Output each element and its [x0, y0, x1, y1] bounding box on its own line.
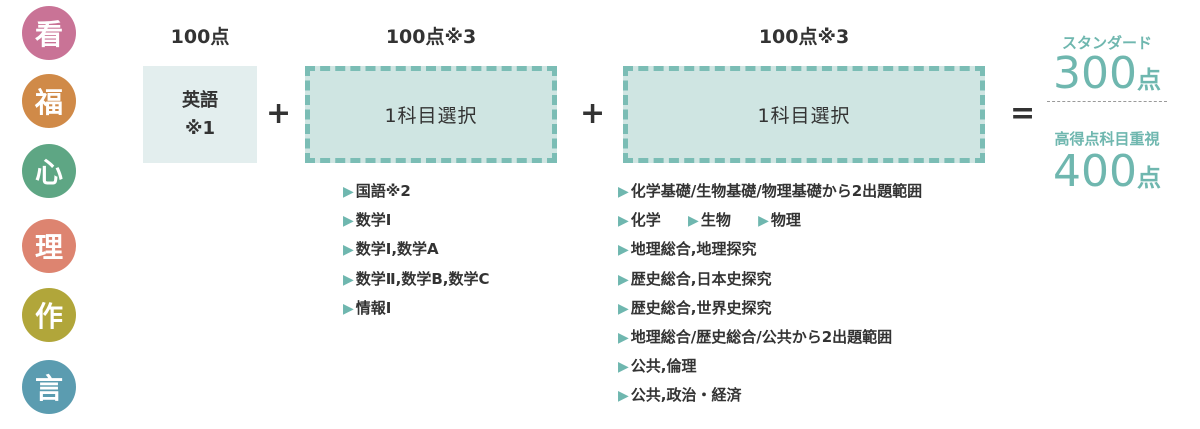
triangle-right-icon: ▶	[618, 271, 629, 288]
list-item: ▶国語※2	[343, 177, 490, 206]
list-item-text: 情報Ⅰ	[355, 298, 392, 317]
list-item: ▶地理総合/歴史総合/公共から2出題範囲	[618, 323, 922, 352]
list-item: ▶歴史総合,日本史探究	[618, 265, 922, 294]
standard-unit: 点	[1136, 66, 1161, 94]
list-item-text: 数学Ⅰ,数学A	[355, 240, 439, 259]
triangle-right-icon: ▶	[343, 213, 354, 230]
plus-sign-2: +	[580, 96, 606, 131]
circle-shin: 心	[22, 144, 76, 198]
list-item-text: 化学基礎/生物基礎/物理基礎から2出題範囲	[630, 182, 923, 200]
triangle-right-icon: ▶	[343, 271, 354, 288]
triangle-right-icon: ▶	[343, 184, 354, 200]
triangle-right-icon: ▶	[618, 359, 629, 376]
list-item: ▶化学基礎/生物基礎/物理基礎から2出題範囲	[618, 177, 922, 206]
triangle-right-icon: ▶	[343, 242, 354, 259]
list-item-text: 物理	[770, 211, 801, 230]
triangle-right-icon: ▶	[688, 213, 699, 230]
list-item: ▶情報Ⅰ	[343, 294, 490, 323]
col2-select-label: 1科目選択	[384, 105, 478, 127]
circle-gen: 言	[22, 360, 76, 414]
circle-char: 心	[34, 156, 63, 189]
triangle-right-icon: ▶	[343, 300, 354, 317]
list-item-text: 国語※2	[355, 182, 411, 200]
circle-char: 福	[34, 86, 63, 119]
list-item: ▶数学Ⅱ,数学B,数学C	[343, 265, 490, 294]
list-item-text: 歴史総合,世界史探究	[630, 298, 772, 317]
list-item: ▶数学Ⅰ	[343, 206, 490, 235]
col3-subject-list: ▶化学基礎/生物基礎/物理基礎から2出題範囲 ▶化学 ▶生物 ▶物理 ▶地理総合…	[618, 177, 922, 411]
standard-score: 300点	[1037, 48, 1177, 99]
english-label: 英語	[182, 89, 218, 111]
list-item-text: 地理総合/歴史総合/公共から2出題範囲	[630, 327, 893, 346]
english-box: 英語 ※1	[143, 66, 257, 163]
col2-select-box: 1科目選択	[305, 66, 557, 163]
list-item: ▶公共,政治・経済	[618, 381, 922, 410]
triangle-right-icon: ▶	[758, 213, 769, 230]
list-item-text: 歴史総合,日本史探究	[630, 269, 772, 288]
circle-saku: 作	[22, 288, 76, 342]
circle-char: 理	[34, 231, 63, 264]
triangle-right-icon: ▶	[618, 242, 629, 259]
col3-points: 100点※3	[758, 26, 850, 48]
triangle-right-icon: ▶	[618, 300, 629, 317]
list-item-text: 数学Ⅰ	[355, 211, 392, 230]
col3-select-label: 1科目選択	[757, 105, 851, 127]
circle-char: 看	[34, 18, 63, 51]
col2-points: 100点※3	[385, 26, 477, 48]
weighted-label: 高得点科目重視	[1054, 130, 1160, 148]
standard-label: スタンダード	[1061, 34, 1152, 52]
list-item-text: 生物	[700, 211, 731, 230]
list-item-text: 地理総合,地理探究	[630, 240, 757, 259]
col2-subject-list: ▶国語※2 ▶数学Ⅰ ▶数学Ⅰ,数学A ▶数学Ⅱ,数学B,数学C ▶情報Ⅰ	[343, 177, 490, 323]
circle-char: 言	[34, 372, 63, 405]
list-item-text: 公共,倫理	[630, 357, 697, 376]
triangle-right-icon: ▶	[618, 184, 629, 200]
result-divider	[1047, 101, 1167, 102]
circle-ri: 理	[22, 219, 76, 273]
circle-fuku: 福	[22, 74, 76, 128]
weighted-score: 400点	[1037, 146, 1177, 197]
english-note: ※1	[184, 117, 216, 139]
triangle-right-icon: ▶	[618, 213, 629, 230]
list-item: ▶地理総合,地理探究	[618, 235, 922, 264]
list-item-text: 化学	[630, 211, 661, 230]
col3-select-box: 1科目選択	[623, 66, 985, 163]
list-item: ▶歴史総合,世界史探究	[618, 294, 922, 323]
list-item-text: 公共,政治・経済	[630, 386, 742, 405]
equals-sign: =	[1010, 96, 1036, 131]
weighted-unit: 点	[1136, 164, 1161, 192]
triangle-right-icon: ▶	[618, 329, 629, 346]
list-item-text: 数学Ⅱ,数学B,数学C	[355, 269, 490, 288]
plus-sign-1: +	[266, 96, 292, 131]
triangle-right-icon: ▶	[618, 388, 629, 405]
weighted-value: 400	[1053, 146, 1137, 197]
circle-char: 作	[34, 300, 63, 333]
standard-value: 300	[1053, 48, 1137, 99]
list-item: ▶数学Ⅰ,数学A	[343, 235, 490, 264]
list-item: ▶公共,倫理	[618, 352, 922, 381]
circle-kan: 看	[22, 6, 76, 60]
list-item-inline: ▶化学 ▶生物 ▶物理	[618, 206, 922, 235]
col1-points: 100点	[170, 26, 230, 48]
